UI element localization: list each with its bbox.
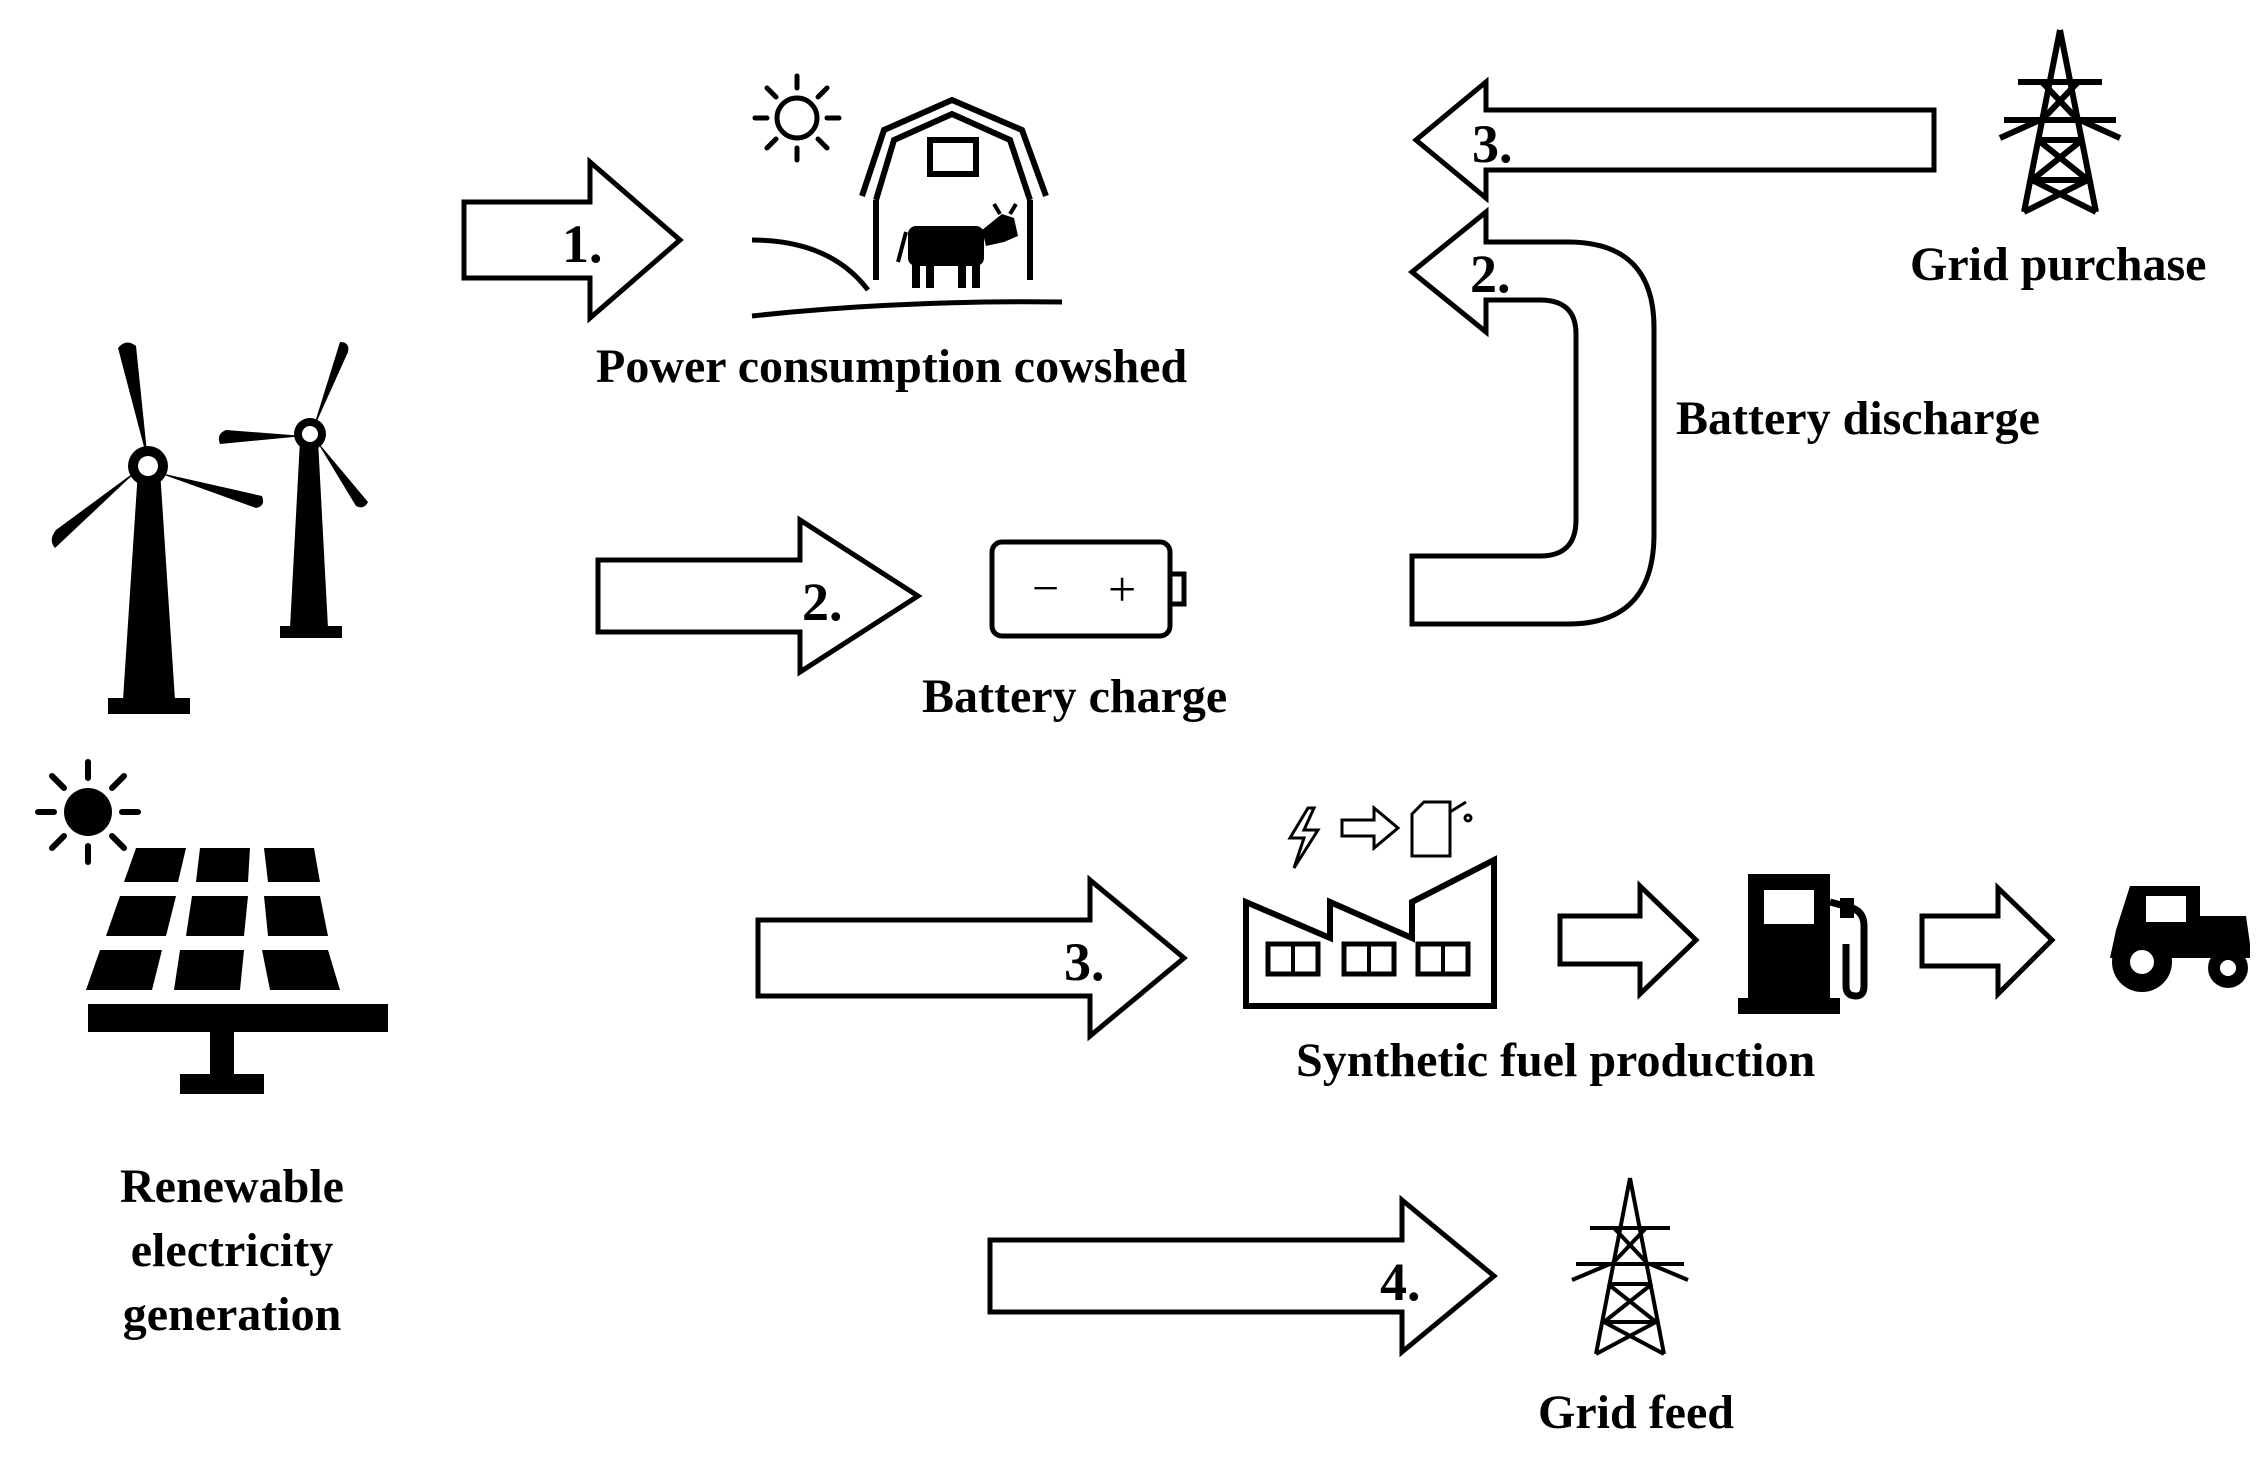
transmission-tower-icon xyxy=(1571,1177,1689,1356)
fuel-pump-icon xyxy=(1738,874,1868,1014)
cow-icon xyxy=(896,202,1018,288)
arrow-factory-to-pump xyxy=(1557,880,1700,1000)
arrow-2-label: 2. xyxy=(802,572,843,632)
arrow-pump-to-tractor xyxy=(1919,882,2056,1001)
label-cowshed: Power consumption cowshed xyxy=(596,340,1187,393)
label-battery-charge: Battery charge xyxy=(922,670,1227,723)
transmission-tower-icon xyxy=(1998,29,2122,215)
battery-minus: − xyxy=(1032,562,1059,615)
lightning-icon xyxy=(1287,806,1321,869)
arrow-2-battery-discharge: 2. xyxy=(1408,206,1657,627)
fuel-canister-icon xyxy=(1410,800,1473,858)
hill-shape xyxy=(751,237,870,292)
label-renewable-line3: generation xyxy=(123,1288,342,1341)
arrow-2-battery: 2. xyxy=(595,515,923,677)
sun-icon xyxy=(35,759,141,865)
barn-icon xyxy=(859,96,1049,280)
ground-line xyxy=(751,299,1063,319)
label-battery-discharge: Battery discharge xyxy=(1676,392,2040,445)
arrow-4-grid-feed: 4. xyxy=(987,1194,1498,1358)
battery-icon: − + xyxy=(989,539,1187,639)
arrow-3-grid-purchase: 3. xyxy=(1412,76,1937,204)
arrow-1-cowshed: 1. xyxy=(461,156,684,324)
arrow-discharge-label: 2. xyxy=(1470,244,1511,304)
label-grid-purchase: Grid purchase xyxy=(1910,238,2206,291)
arrow-3-synthetic-fuel: 3. xyxy=(755,874,1188,1042)
label-grid-feed: Grid feed xyxy=(1538,1386,1734,1439)
battery-plus: + xyxy=(1108,561,1136,617)
factory-icon xyxy=(1243,855,1497,1009)
small-arrow-icon xyxy=(1340,804,1401,852)
sun-icon xyxy=(752,73,842,163)
tractor-icon xyxy=(2110,886,2250,992)
label-synthetic-fuel: Synthetic fuel production xyxy=(1296,1034,1815,1087)
arrow-3-label: 3. xyxy=(1064,932,1105,992)
arrow-4-label: 4. xyxy=(1380,1252,1421,1312)
label-renewable-line1: Renewable xyxy=(120,1160,344,1213)
arrow-1-label: 1. xyxy=(562,214,603,274)
wind-turbine-icon xyxy=(51,342,368,714)
solar-panel-icon xyxy=(86,848,388,1094)
arrow-purchase-label: 3. xyxy=(1472,114,1513,174)
label-renewable-line2: electricity xyxy=(131,1224,334,1277)
